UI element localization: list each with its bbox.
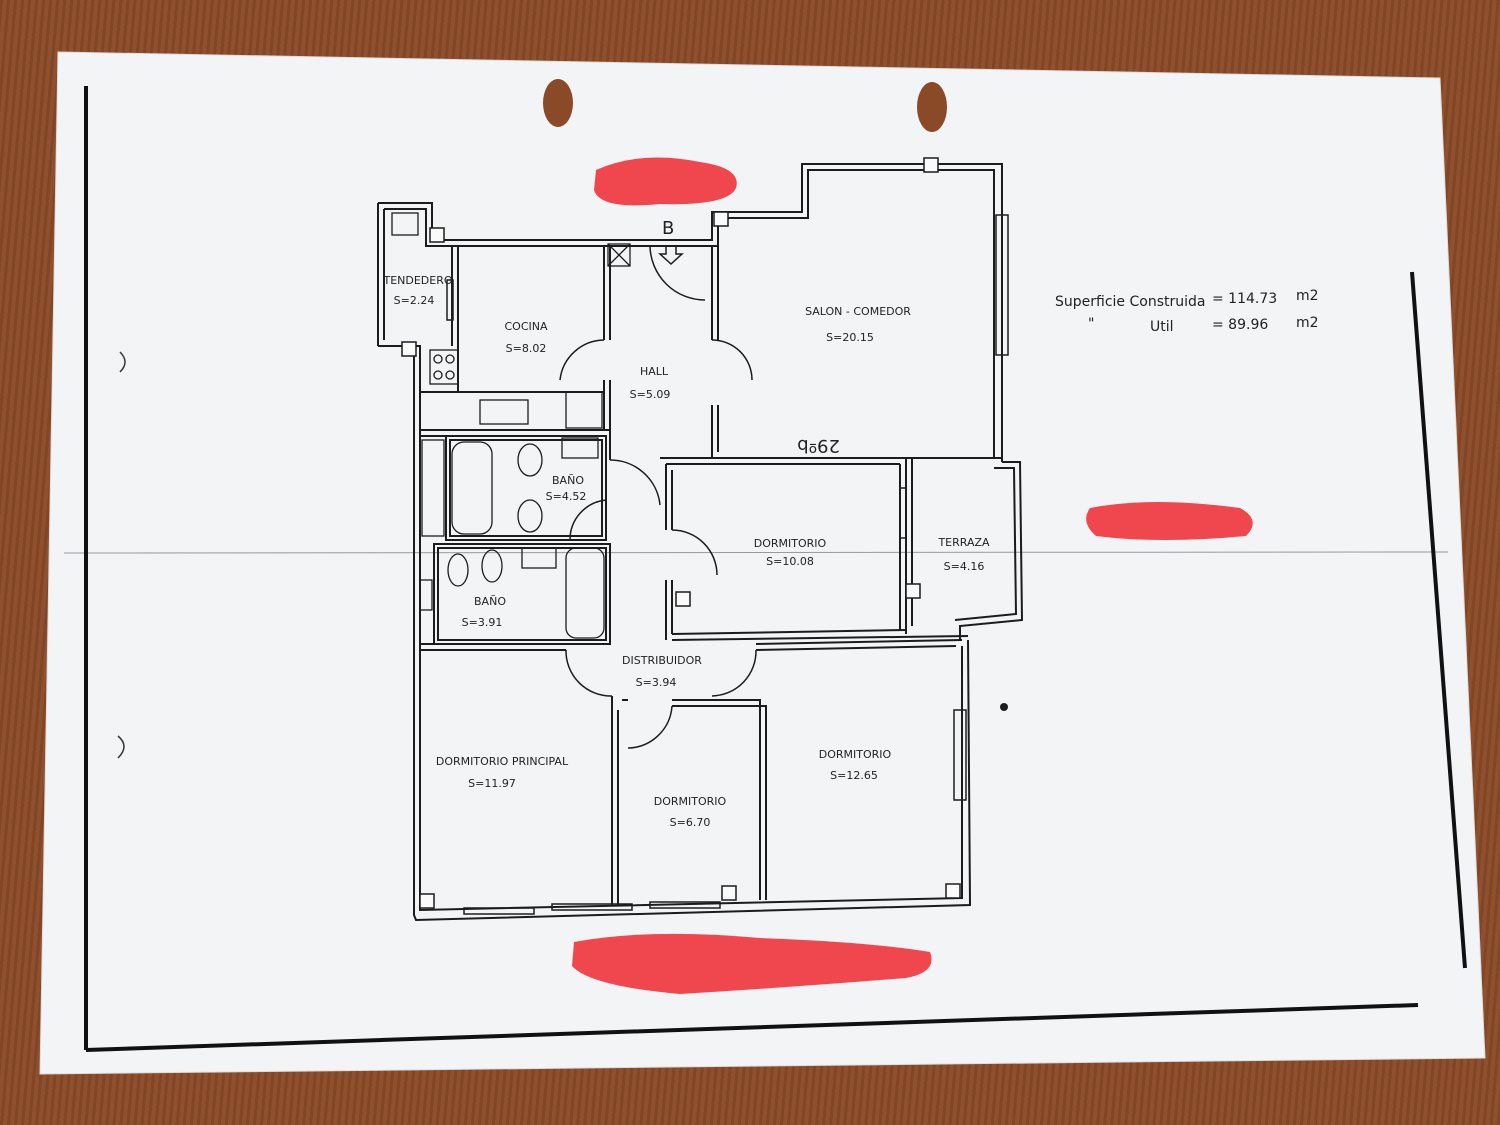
toilet-icon	[517, 443, 543, 477]
useful-surface-unit: m2	[1296, 315, 1319, 331]
room-area-dormitorio-principal: S=11.97	[468, 777, 516, 790]
fold-crease	[63, 551, 1449, 554]
room-name-salon-comedor: SALON - COMEDOR	[805, 305, 911, 318]
built-surface-label: Superficie Construida	[1055, 294, 1205, 310]
room-name-dormitorio-principal: DORMITORIO PRINCIPAL	[436, 755, 569, 768]
room-area-salon-comedor: S=20.15	[826, 331, 874, 344]
binder-hole-right	[917, 82, 947, 132]
entrance-arrow-icon	[658, 245, 684, 266]
redaction-right	[1086, 502, 1253, 540]
binder-hole-left	[543, 79, 573, 127]
surface-summary: Superficie Construida = 114.73 m2 " Util…	[1055, 288, 1319, 335]
room-name-tendedero: TENDEDERO	[382, 274, 452, 287]
room-name-dormitorio-670: DORMITORIO	[654, 795, 727, 808]
redaction-top	[594, 157, 737, 206]
useful-surface-value: = 89.96	[1212, 317, 1268, 333]
room-area-dormitorio-670: S=6.70	[670, 816, 711, 829]
built-surface-value: = 114.73	[1212, 291, 1277, 307]
paper-sheet	[39, 51, 1486, 1075]
room-name-distribuidor: DISTRIBUIDOR	[622, 654, 702, 667]
redaction-marks	[572, 157, 1253, 994]
redaction-bottom	[572, 933, 932, 994]
room-name-terraza: TERRAZA	[937, 536, 990, 549]
room-name-hall: HALL	[640, 365, 669, 378]
room-area-terraza: S=4.16	[944, 560, 985, 573]
kitchen-sink-icon	[479, 399, 529, 425]
bathtub-icon	[565, 547, 605, 639]
room-area-bano-2: S=3.91	[462, 616, 503, 629]
dot-mark	[1000, 703, 1008, 711]
room-name-dormitorio-1008: DORMITORIO	[754, 537, 827, 550]
column-markers	[401, 157, 961, 909]
useful-surface-ditto: "	[1088, 316, 1094, 332]
room-name-cocina: COCINA	[504, 320, 547, 333]
room-area-distribuidor: S=3.94	[636, 676, 677, 689]
fixtures	[391, 212, 631, 639]
door-swings	[559, 245, 757, 749]
washbasin-icon	[561, 437, 599, 459]
built-surface-unit: m2	[1296, 288, 1319, 304]
room-area-tendedero: S=2.24	[394, 294, 435, 307]
laundry-sink-icon	[391, 212, 419, 236]
window-marks	[446, 214, 1009, 915]
room-area-cocina: S=8.02	[506, 342, 547, 355]
useful-surface-label: Util	[1150, 319, 1174, 335]
room-area-hall: S=5.09	[630, 388, 671, 401]
room-name-bano-2: BAÑO	[474, 595, 506, 608]
room-name-bano-1: BAÑO	[552, 474, 584, 487]
stove-icon	[429, 349, 459, 385]
entrance-marker: B	[662, 218, 674, 239]
shaft-icon	[607, 243, 631, 267]
room-area-bano-1: S=4.52	[546, 490, 587, 503]
drawing-frame	[84, 86, 1467, 1052]
room-name-dormitorio-1265: DORMITORIO	[819, 748, 892, 761]
bathtub-icon	[451, 441, 493, 535]
edge-mark	[117, 735, 125, 759]
handwritten-note: 29ºb	[797, 435, 840, 456]
room-area-dormitorio-1008: S=10.08	[766, 555, 814, 568]
room-area-dormitorio-1265: S=12.65	[830, 769, 878, 782]
edge-mark	[119, 351, 126, 373]
